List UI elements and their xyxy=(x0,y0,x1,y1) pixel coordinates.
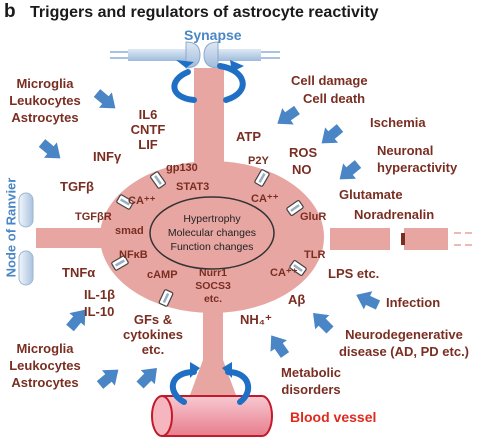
abeta-label: Aβ xyxy=(288,292,306,307)
text-disease: disease (AD, PD etc.) xyxy=(338,344,470,359)
text-disorders: disorders xyxy=(281,382,341,397)
text-hyperactivity: hyperactivity xyxy=(377,160,458,175)
ros-label: ROS xyxy=(289,145,318,160)
text-neurodegenerative: Neurodegenerative xyxy=(345,327,463,342)
panel-letter: b xyxy=(4,1,16,22)
p2y-label: P2Y xyxy=(248,155,269,167)
arrow-gfs xyxy=(132,360,165,393)
glutamate-label: Glutamate xyxy=(339,187,403,202)
nucleus-line-hypertrophy: Hypertrophy xyxy=(183,213,241,225)
text-socs3: SOCS3 xyxy=(195,280,231,292)
lps-label: LPS etc. xyxy=(328,266,380,281)
arrow-neuronal xyxy=(333,156,365,188)
gp130-label: gp130 xyxy=(166,162,198,174)
ca-left-label: CA⁺⁺ xyxy=(128,195,156,207)
text-astrocytes: Astrocytes xyxy=(11,110,79,125)
synapse-graphic xyxy=(110,41,280,69)
cell-damage-label: Cell damage xyxy=(291,73,368,88)
curved-arrows xyxy=(169,60,252,405)
text-metabolic: Metabolic xyxy=(281,365,341,380)
nucleus-line-molecular: Molecular changes xyxy=(167,227,257,239)
text-etc-intracellular: etc. xyxy=(203,293,223,305)
atp-label: ATP xyxy=(236,129,262,144)
ca-bottom-label: CA⁺⁺ xyxy=(270,267,298,279)
blood-vessel-label: Blood vessel xyxy=(290,409,377,425)
text-il6: IL6 xyxy=(138,107,158,122)
tgfbr-label: TGFβR xyxy=(75,211,112,223)
astrocyte-cell xyxy=(36,68,474,395)
node-of-ranvier-label: Node of Ranvier xyxy=(3,177,19,278)
cytokine-list: IL6 CNTF LIF xyxy=(128,107,168,152)
text-leukocytes-2: Leukocytes xyxy=(9,358,81,373)
text-gfs: GFs & xyxy=(133,312,173,327)
tgfb-label: TGFβ xyxy=(60,179,94,194)
camp-label: cAMP xyxy=(147,269,178,281)
nfkb-label: NFκB xyxy=(119,249,148,261)
text-cytokines: cytokines xyxy=(123,327,183,342)
nucleus-text: Hypertrophy Molecular changes Function c… xyxy=(152,212,272,254)
il10-label: IL-10 xyxy=(84,304,115,319)
infg-label: INFγ xyxy=(93,149,122,164)
il1b-label: IL-1β xyxy=(84,287,116,302)
text-leukocytes: Leukocytes xyxy=(9,93,81,108)
text-nurr1: Nurr1 xyxy=(198,267,227,279)
arrow-metabolic xyxy=(263,329,294,361)
noradrenalin-label: Noradrenalin xyxy=(354,207,435,222)
arrow-microglia-top xyxy=(90,85,122,117)
cell-death-label: Cell death xyxy=(303,91,366,106)
microglia-bottom-label: Microglia Leukocytes Astrocytes xyxy=(2,340,88,391)
blood-vessel-graphic xyxy=(151,395,273,437)
tnfa-label: TNFα xyxy=(62,265,96,280)
synapse-label: Synapse xyxy=(184,27,242,43)
arrow-infg xyxy=(35,135,67,167)
no-label: NO xyxy=(292,162,312,177)
ischemia-label: Ischemia xyxy=(370,115,426,130)
gfs-label: GFs & cytokines etc. xyxy=(118,312,188,357)
transcription-factors: Nurr1 SOCS3 etc. xyxy=(192,267,234,306)
arrow-ischemia xyxy=(315,120,347,152)
infection-label: Infection xyxy=(386,295,441,310)
nucleus-line-function: Function changes xyxy=(170,241,254,253)
neurodegenerative-label: Neurodegenerative disease (AD, PD etc.) xyxy=(330,326,478,360)
text-microglia: Microglia xyxy=(16,76,74,91)
neuronal-hyperactivity-label: Neuronal hyperactivity xyxy=(377,142,457,176)
text-etc: etc. xyxy=(141,342,165,357)
ca-right-label: CA⁺⁺ xyxy=(251,193,279,205)
microglia-top-label: Microglia Leukocytes Astrocytes xyxy=(2,75,88,126)
nh4-label: NH₄⁺ xyxy=(240,312,272,327)
smad-label: smad xyxy=(115,225,144,237)
arrow-infection xyxy=(352,285,383,315)
text-astrocytes-2: Astrocytes xyxy=(11,375,79,390)
tlr-label: TLR xyxy=(304,249,326,261)
arrow-microglia-bottom xyxy=(93,361,125,393)
metabolic-disorders-label: Metabolic disorders xyxy=(272,364,350,398)
glur-label: GluR xyxy=(300,211,327,223)
figure-title: Triggers and regulators of astrocyte rea… xyxy=(30,4,379,21)
node-of-ranvier-graphic xyxy=(18,192,34,286)
stat3-label: STAT3 xyxy=(176,181,210,193)
text-lif: LIF xyxy=(138,137,158,152)
text-cntf: CNTF xyxy=(130,122,166,137)
text-neuronal: Neuronal xyxy=(377,143,434,158)
text-microglia-2: Microglia xyxy=(16,341,74,356)
arrow-cell-damage xyxy=(271,101,303,132)
